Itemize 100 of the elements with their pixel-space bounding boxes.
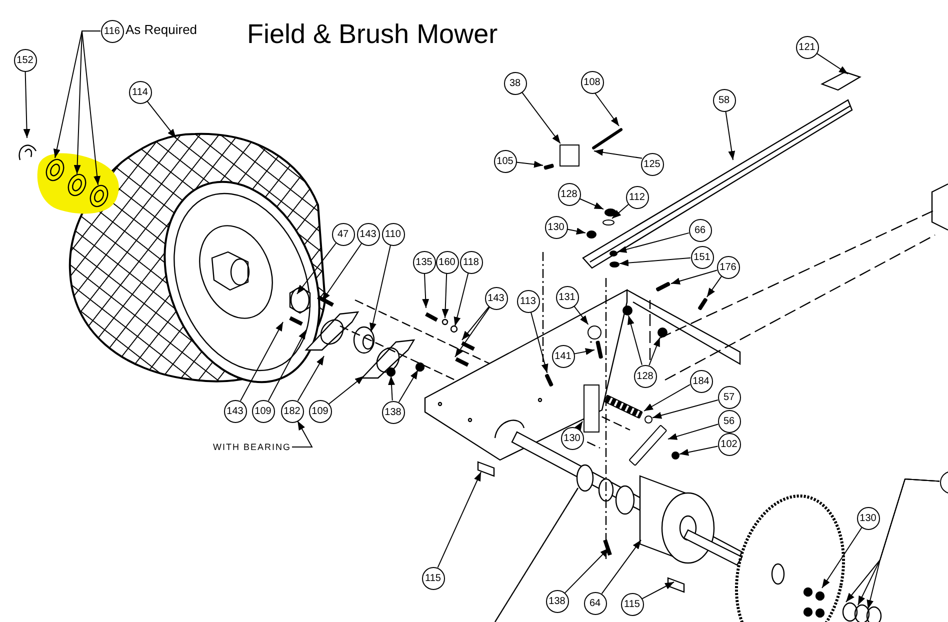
callout-number: 102 <box>718 432 740 456</box>
leader-line <box>648 337 660 366</box>
callout-number: 135 <box>412 250 436 274</box>
callout-number: 130 <box>856 506 880 530</box>
leader-line <box>454 306 490 358</box>
leader-line <box>530 312 548 374</box>
callout-number: 128 <box>634 364 656 388</box>
callout-number: 115 <box>422 566 444 590</box>
nut <box>604 208 616 216</box>
leader-line <box>642 582 674 600</box>
callout-number: 151 <box>690 246 714 268</box>
leader-line <box>521 92 561 144</box>
callout-number: 47 <box>332 222 354 246</box>
callout-number: 109 <box>308 400 332 422</box>
nut <box>586 230 596 238</box>
leader-line <box>422 273 430 308</box>
leader-line <box>612 204 629 219</box>
callout-number: 57 <box>718 386 740 408</box>
callout-number: 130 <box>544 216 568 238</box>
leader-line <box>564 548 610 594</box>
callout-number: 125 <box>640 152 664 176</box>
callout-number: 130 <box>560 426 584 450</box>
leader-line <box>328 376 364 404</box>
leader-line <box>370 244 391 332</box>
leader-line <box>594 92 620 126</box>
leader-line <box>579 198 604 210</box>
leader-line <box>516 160 544 168</box>
title: Field & Brush Mower <box>247 19 498 50</box>
leader-line <box>322 242 362 302</box>
nut <box>608 250 618 256</box>
leader-line <box>670 270 718 284</box>
leader-line <box>652 400 718 419</box>
leader-line <box>679 446 718 456</box>
bracket <box>558 144 580 166</box>
leader-line <box>594 148 643 159</box>
callout-number: 64 <box>584 592 606 614</box>
callout-number: 113 <box>516 290 540 312</box>
leader-line <box>268 330 306 402</box>
leader-line <box>628 315 642 366</box>
callout-number: 143 <box>356 222 380 246</box>
pin-end <box>644 414 652 424</box>
callout-number: 66 <box>688 218 712 242</box>
callout-number: 182 <box>280 400 304 422</box>
callout-number: 58 <box>712 88 736 112</box>
callout-number: 143 <box>224 400 246 422</box>
callout-number: 138 <box>382 400 404 424</box>
callout-number: 105 <box>494 150 516 172</box>
leader-line <box>706 276 722 298</box>
nut <box>608 260 620 268</box>
nut <box>656 326 668 338</box>
note-text: WITH BEARING <box>213 442 292 452</box>
leader-line <box>574 420 583 431</box>
leader-line <box>398 370 418 403</box>
leader-line <box>81 30 101 186</box>
leader-line <box>644 384 691 412</box>
leader-line <box>297 356 324 402</box>
plate <box>582 384 600 432</box>
leader-line <box>292 420 313 448</box>
callout-number: 128 <box>558 182 580 206</box>
callout-number: 143 <box>484 286 508 310</box>
leader-line <box>462 306 490 340</box>
leader-line <box>725 110 736 160</box>
callout-number: 110 <box>382 222 404 246</box>
callout-number: 121 <box>796 36 818 58</box>
leader-line <box>601 540 642 594</box>
callout-number: 114 <box>128 80 152 104</box>
leader-line <box>437 472 482 568</box>
callout-number: 108 <box>580 70 604 94</box>
callout-number: 112 <box>626 186 648 208</box>
callout-number: 38 <box>504 72 526 94</box>
bolt <box>594 340 604 359</box>
washer <box>602 218 614 226</box>
leader-line <box>816 52 848 74</box>
callout-number: 152 <box>14 48 36 72</box>
screw <box>543 162 555 170</box>
callout-number: 131 <box>556 286 578 308</box>
nut <box>670 450 680 460</box>
leader-line <box>442 273 449 318</box>
callout-number: 56 <box>718 410 740 432</box>
leader-line <box>574 348 595 356</box>
leader-line <box>566 228 586 235</box>
callout-number: 116 <box>100 20 124 42</box>
leader-line <box>240 322 284 402</box>
leader-line <box>668 424 718 440</box>
leader-line <box>822 527 862 588</box>
leader-line <box>574 306 589 325</box>
leader-line <box>617 232 690 253</box>
callout-number: 160 <box>436 250 458 274</box>
callout-number: 109 <box>252 400 274 422</box>
callout-number: 184 <box>690 370 712 392</box>
callout-number: 138 <box>546 590 568 612</box>
leader-line <box>619 257 692 266</box>
leader-line <box>454 272 469 326</box>
leader-line <box>146 100 176 138</box>
leader-line <box>23 71 30 138</box>
leader-line <box>296 242 336 294</box>
callout-number: 115 <box>620 592 644 616</box>
note-text: As Required <box>126 22 198 37</box>
callout-number: 176 <box>716 256 740 278</box>
leader-line <box>388 376 395 402</box>
